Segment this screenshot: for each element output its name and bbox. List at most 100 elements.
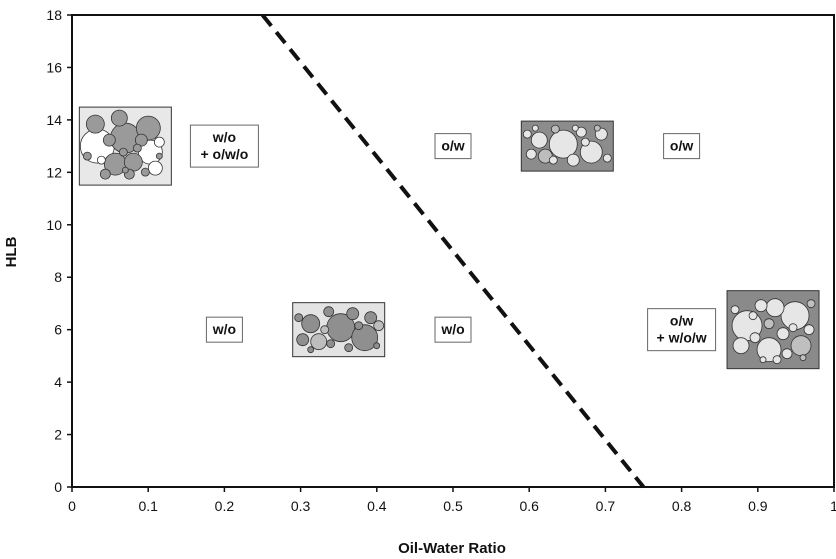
emulsion-droplet bbox=[346, 307, 360, 321]
emulsion-droplet bbox=[110, 109, 128, 127]
emulsion-droplet bbox=[803, 324, 815, 336]
emulsion-droplet bbox=[320, 325, 330, 335]
phase-boundary-line bbox=[260, 13, 646, 489]
emulsion-droplet bbox=[140, 167, 150, 177]
region-label: o/w bbox=[663, 133, 701, 160]
y-tick-label: 0 bbox=[54, 479, 62, 495]
x-tick-label: 0.1 bbox=[138, 498, 158, 514]
emulsion-droplet bbox=[550, 124, 560, 134]
emulsion-droplet bbox=[522, 129, 532, 139]
emulsion-droplet bbox=[566, 153, 580, 167]
emulsion-droplet bbox=[732, 337, 750, 355]
emulsion-droplet bbox=[307, 346, 315, 354]
region-label-text: o/w bbox=[441, 138, 464, 154]
region-label-text: + o/w/o bbox=[200, 146, 248, 162]
plot-frame bbox=[71, 14, 835, 488]
region-label: w/o bbox=[434, 316, 472, 343]
emulsion-droplet bbox=[310, 333, 328, 351]
y-tick-label: 12 bbox=[46, 164, 62, 180]
x-tick-label: 0.8 bbox=[672, 498, 692, 514]
emulsion-droplet bbox=[99, 168, 111, 180]
emulsion-images bbox=[78, 106, 820, 370]
emulsion-droplet bbox=[772, 355, 782, 365]
emulsion-droplet bbox=[748, 311, 758, 321]
emulsion-droplet bbox=[530, 131, 548, 149]
emulsion-image bbox=[78, 106, 172, 186]
region-label-text: w/o bbox=[440, 321, 464, 337]
emulsion-droplet bbox=[85, 114, 105, 134]
x-tick-label: 0.9 bbox=[748, 498, 768, 514]
region-label-text: o/w bbox=[670, 138, 693, 154]
emulsion-droplet bbox=[301, 314, 321, 334]
emulsion-droplet bbox=[132, 143, 142, 153]
x-tick-label: 0.5 bbox=[443, 498, 463, 514]
x-tick-label: 0.4 bbox=[367, 498, 387, 514]
y-tick-label: 10 bbox=[46, 217, 62, 233]
x-tick-label: 0 bbox=[68, 498, 76, 514]
y-tick-label: 6 bbox=[54, 322, 62, 338]
emulsion-droplet bbox=[373, 320, 385, 332]
region-label: w/o+ o/w/o bbox=[189, 124, 259, 168]
y-tick-label: 4 bbox=[54, 374, 62, 390]
emulsion-droplet bbox=[82, 151, 92, 161]
emulsion-droplet bbox=[351, 324, 379, 352]
emulsion-droplet bbox=[776, 327, 790, 341]
emulsion-droplet bbox=[580, 137, 590, 147]
x-tick-label: 0.6 bbox=[519, 498, 539, 514]
x-axis-title: Oil-Water Ratio bbox=[398, 540, 506, 557]
emulsion-droplet bbox=[364, 311, 378, 325]
region-label: o/w bbox=[434, 133, 472, 160]
y-tick-label: 8 bbox=[54, 269, 62, 285]
plot-area bbox=[71, 13, 835, 489]
emulsion-droplet bbox=[765, 298, 785, 318]
emulsion-droplet bbox=[134, 133, 148, 147]
region-label: o/w+ w/o/w bbox=[647, 308, 717, 352]
emulsion-droplet bbox=[571, 124, 579, 132]
region-label-box bbox=[205, 316, 243, 343]
emulsion-droplet bbox=[548, 155, 558, 165]
y-tick-label: 18 bbox=[46, 7, 62, 23]
emulsion-droplet bbox=[763, 318, 775, 330]
emulsion-droplet bbox=[593, 124, 601, 132]
emulsion-droplet bbox=[296, 333, 310, 347]
emulsion-droplet bbox=[354, 321, 364, 331]
emulsion-droplet bbox=[749, 332, 761, 344]
emulsion-droplet bbox=[102, 133, 116, 147]
emulsion-droplet bbox=[579, 140, 603, 164]
emulsion-droplet bbox=[790, 335, 812, 357]
y-tick-label: 2 bbox=[54, 427, 62, 443]
emulsion-droplet bbox=[323, 306, 335, 318]
y-tick-label: 14 bbox=[46, 112, 62, 128]
emulsion-droplet bbox=[525, 148, 537, 160]
region-label: w/o bbox=[205, 316, 243, 343]
emulsion-droplet bbox=[730, 305, 740, 315]
y-axis-title: HLB bbox=[3, 236, 20, 267]
emulsion-droplet bbox=[806, 299, 816, 309]
emulsion-droplet bbox=[118, 147, 128, 157]
emulsion-droplet bbox=[153, 136, 165, 148]
region-label-text: w/o bbox=[212, 321, 236, 337]
region-label-box bbox=[434, 316, 472, 343]
emulsion-droplet bbox=[548, 129, 578, 159]
emulsion-image bbox=[520, 120, 614, 172]
emulsion-image bbox=[726, 290, 820, 370]
emulsion-image bbox=[292, 302, 386, 358]
x-tick-label: 0.2 bbox=[215, 498, 235, 514]
emulsion-droplet bbox=[326, 339, 336, 349]
emulsion-droplet bbox=[155, 152, 163, 160]
region-label-text: + w/o/w bbox=[657, 330, 707, 346]
region-label-box bbox=[663, 133, 701, 160]
emulsion-droplet bbox=[788, 323, 798, 333]
emulsion-droplet bbox=[756, 337, 782, 363]
emulsion-droplet bbox=[147, 160, 163, 176]
emulsion-droplet bbox=[344, 343, 354, 353]
emulsion-droplet bbox=[602, 153, 612, 163]
emulsion-droplet bbox=[294, 313, 304, 323]
emulsion-droplet bbox=[96, 155, 106, 165]
region-label-box bbox=[647, 308, 717, 352]
region-label-text: w/o bbox=[212, 129, 236, 145]
x-tick-label: 0.3 bbox=[291, 498, 311, 514]
